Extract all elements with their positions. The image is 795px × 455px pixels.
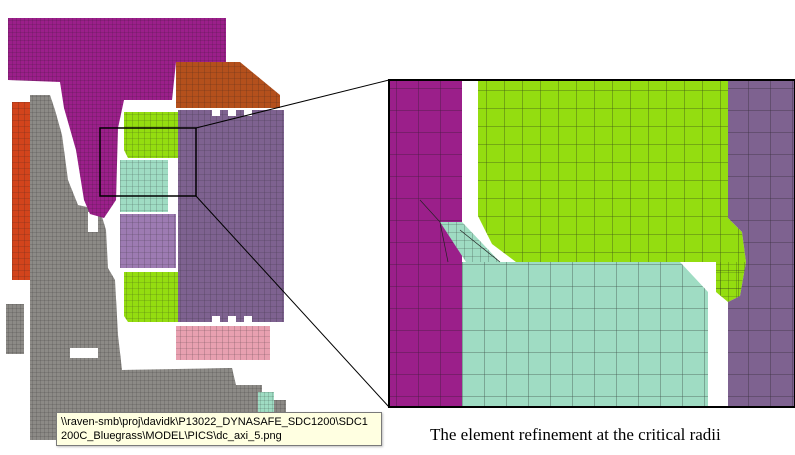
mesh-aqua-block [120,160,168,212]
tooltip-path-line-1: \\raven-smb\proj\davidk\P13022_DYNASAFE_… [61,416,368,428]
callout-lines [195,79,390,408]
mesh-gray-body [30,95,286,440]
figure-caption: The element refinement at the critical r… [430,425,721,444]
zoom-refined-fillet [419,199,746,302]
mesh-purple-block [178,108,284,324]
zoom-aqua-fillet [440,222,500,262]
mesh-orange-cap [176,62,280,108]
zoom-purple-region [728,80,795,407]
mesh-pink-plate [176,326,270,360]
zoom-detail-panel [389,80,795,407]
mesh-teal-strip [258,392,274,416]
zoom-aqua-region [462,262,708,407]
zoom-magenta-region [389,80,462,407]
mesh-lime-pads [124,112,178,322]
zoom-frame [388,79,795,408]
mesh-magenta-body [8,18,226,218]
zoom-selection-box [99,127,197,197]
mesh-lavender-block [120,214,176,268]
mesh-red-strip [12,102,32,280]
full-mesh-model [6,18,286,440]
zoom-lime-region [478,80,746,302]
tooltip-path-line-2: 200C_Bluegrass\MODEL\PICS\dc_axi_5.png [61,430,282,442]
mesh-small-block [6,304,24,354]
file-path-tooltip: \\raven-smb\proj\davidk\P13022_DYNASAFE_… [56,412,382,446]
